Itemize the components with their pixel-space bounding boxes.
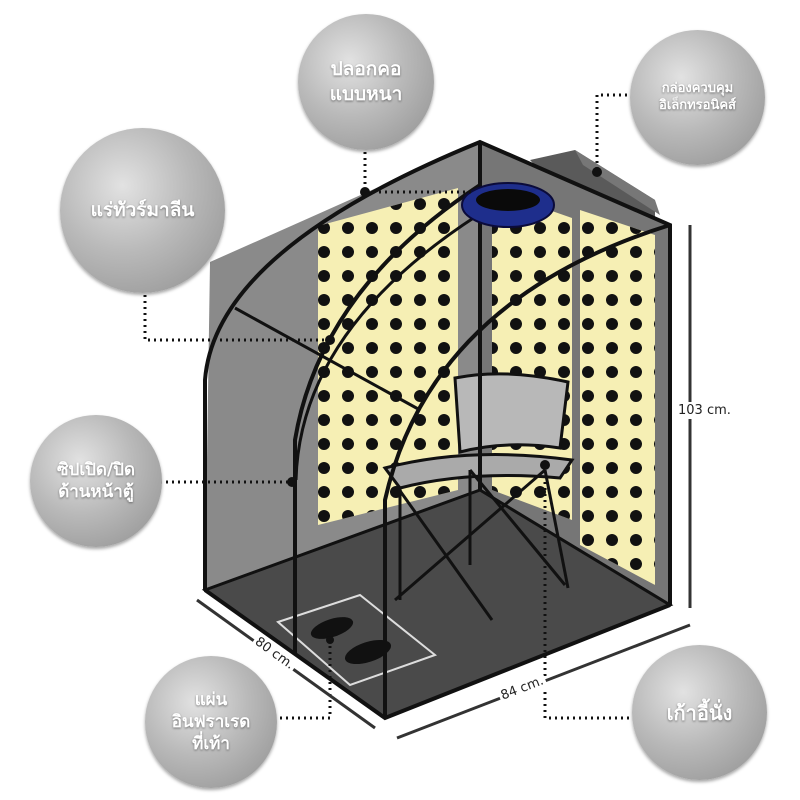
chair-label: เก้าอี้นั่ง: [666, 700, 733, 725]
leader-foot: [262, 640, 332, 720]
foot-pad-callout: แผ่น อินฟราเรด ที่เท้า: [145, 656, 277, 788]
neck-collar-label-line2: แบบหนา: [329, 83, 403, 105]
control-box-label-line2: อิเล็กทรอนิคส์: [659, 97, 736, 113]
height-dimension-label: 103 cm.: [676, 402, 733, 419]
foot-pad-label-line3: ที่เท้า: [192, 734, 230, 755]
control-box-callout: กล่องควบคุม อิเล็กทรอนิคส์: [630, 30, 765, 165]
tourmaline-label: แร่ทัวร์มาลีน: [90, 199, 195, 222]
control-box-label-line1: กล่องควบคุม: [661, 80, 734, 96]
leader-chair: [543, 465, 635, 720]
tourmaline-callout: แร่ทัวร์มาลีน: [60, 128, 225, 293]
zipper-callout: ซิปเปิด/ปิด ด้านหน้าตู้: [30, 415, 162, 547]
foot-pad-label-line1: แผ่น: [194, 689, 228, 710]
neck-collar-callout: ปลอกคอ แบบหนา: [298, 14, 434, 150]
chair-callout: เก้าอี้นั่ง: [632, 645, 767, 780]
cabinet-frame: [203, 139, 672, 721]
neck-collar-label-line1: ปลอกคอ: [330, 58, 402, 81]
neck-collar: [461, 182, 555, 228]
infrared-panel-side: [580, 210, 655, 585]
infrared-panel-back-left: [318, 188, 458, 525]
leader-tourmaline: [143, 295, 330, 342]
zipper-label-line2: ด้านหน้าตู้: [58, 482, 134, 502]
foot-infrared-pad: [276, 593, 438, 687]
leader-control: [595, 93, 645, 170]
zipper-label-line1: ซิปเปิด/ปิด: [56, 459, 135, 480]
foot-pad-label-line2: อินฟราเรด: [171, 711, 251, 732]
